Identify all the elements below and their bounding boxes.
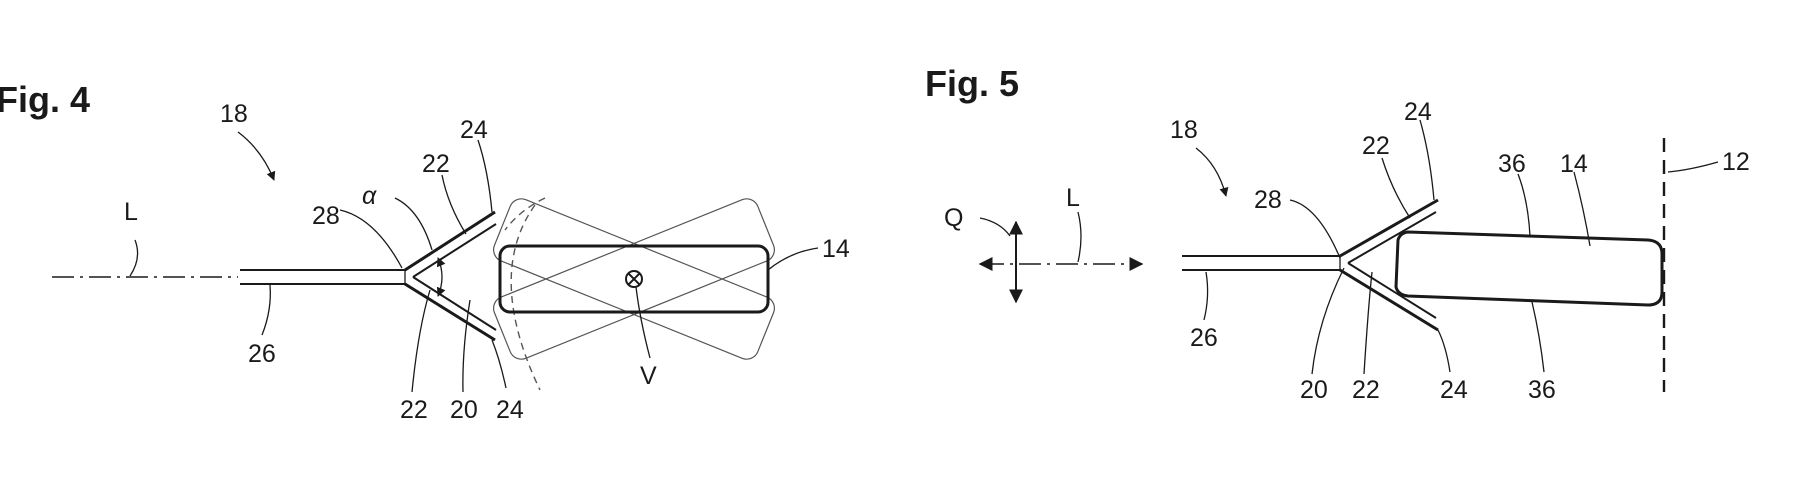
fig4-ref-24-bottom: 24 xyxy=(496,396,524,424)
fig4-ref-20: 20 xyxy=(450,396,478,424)
fig5-ref-18: 18 xyxy=(1170,116,1198,144)
fig4-leader-22-bottom xyxy=(411,289,431,393)
fig4-ref-26: 26 xyxy=(248,340,276,368)
fig4-gripper-jaw-lower-inner xyxy=(412,276,497,331)
fig4-rotated-outline-a xyxy=(492,198,776,360)
fig4-ref-alpha: α xyxy=(362,182,377,210)
fig4-sweep-arc-top xyxy=(504,197,546,231)
fig4-ref-V: V xyxy=(640,362,657,390)
fig5-leader-24-top xyxy=(1419,119,1435,201)
fig4-leader-22-top xyxy=(441,174,467,235)
fig5-leader-Q xyxy=(979,217,1011,237)
fig5-ref-28: 28 xyxy=(1254,186,1282,214)
fig4-rotation-center xyxy=(625,270,643,288)
figure-5: Fig. 5 18 xyxy=(925,63,1750,404)
fig4-arrow-18 xyxy=(237,131,276,181)
fig5-ref-24-bottom: 24 xyxy=(1440,376,1468,404)
fig5-arrow-18 xyxy=(1195,147,1229,197)
fig5-leader-20 xyxy=(1311,267,1345,375)
fig5-gripper-jaw-lower-outer xyxy=(1339,268,1439,332)
fig4-leader-28 xyxy=(339,209,403,269)
fig4-leader-14 xyxy=(767,247,819,271)
fig4-ref-L: L xyxy=(124,198,138,226)
fig5-leader-24-bottom xyxy=(1437,329,1451,373)
fig4-ref-22-bottom: 22 xyxy=(400,396,428,424)
fig5-leader-14 xyxy=(1573,171,1591,247)
fig5-ref-36-top: 36 xyxy=(1498,150,1526,178)
fig5-ref-22-top: 22 xyxy=(1362,132,1390,160)
fig5-object-14 xyxy=(1394,230,1664,307)
fig5-title: Fig. 5 xyxy=(925,63,1019,104)
fig4-ref-28: 28 xyxy=(312,202,340,230)
figure-4: Fig. 4 xyxy=(0,79,850,424)
fig4-sweep-arc xyxy=(510,204,541,391)
fig5-leader-22-top xyxy=(1381,157,1411,219)
fig4-leader-alpha xyxy=(394,197,433,251)
fig5-ref-12: 12 xyxy=(1722,148,1750,176)
fig4-gripper-jaw-upper-outer xyxy=(404,210,496,272)
fig4-ref-18: 18 xyxy=(220,100,248,128)
fig5-ref-22-bottom: 22 xyxy=(1352,376,1380,404)
fig4-leader-20 xyxy=(462,299,471,393)
fig5-leader-26 xyxy=(1203,271,1209,321)
fig4-ref-22-top: 22 xyxy=(422,150,450,178)
fig5-ref-24-top: 24 xyxy=(1404,98,1432,126)
fig4-gripper-jaw-lower-outer xyxy=(404,282,496,342)
fig5-gripper-jaw-upper-inner xyxy=(1347,211,1437,264)
fig5-leader-28 xyxy=(1289,199,1341,259)
fig4-gripper-jaw-upper-inner xyxy=(412,223,497,278)
fig4-angle-indicator xyxy=(436,257,446,297)
fig5-ref-20: 20 xyxy=(1300,376,1328,404)
fig5-leader-36-bottom xyxy=(1531,301,1545,373)
fig4-ref-14: 14 xyxy=(822,235,850,263)
fig5-leader-22-bottom xyxy=(1363,271,1373,375)
fig4-ref-24-top: 24 xyxy=(460,116,488,144)
fig5-leader-36-top xyxy=(1517,173,1531,237)
fig4-leader-L xyxy=(129,239,139,277)
fig4-rotation-center-cross-b xyxy=(627,272,641,286)
fig5-ref-36-bottom: 36 xyxy=(1528,376,1556,404)
fig5-gripper-jaw-lower-inner xyxy=(1347,262,1437,319)
fig5-ref-Q: Q xyxy=(944,204,963,232)
fig4-title: Fig. 4 xyxy=(0,79,90,120)
fig4-leader-24-top xyxy=(477,139,493,213)
fig4-rotated-outline-b xyxy=(492,198,776,360)
fig4-leader-24-bottom xyxy=(491,339,507,389)
fig4-leader-V xyxy=(635,286,651,359)
fig5-gripper-jaw-upper-outer xyxy=(1339,198,1439,258)
fig4-object-14 xyxy=(498,244,770,314)
fig4-leader-26 xyxy=(261,284,271,336)
fig5-ref-26: 26 xyxy=(1190,324,1218,352)
fig5-leader-12 xyxy=(1667,161,1719,173)
fig5-leader-L xyxy=(1077,211,1082,263)
fig5-ref-14: 14 xyxy=(1560,150,1588,178)
fig5-ref-L: L xyxy=(1066,184,1080,212)
